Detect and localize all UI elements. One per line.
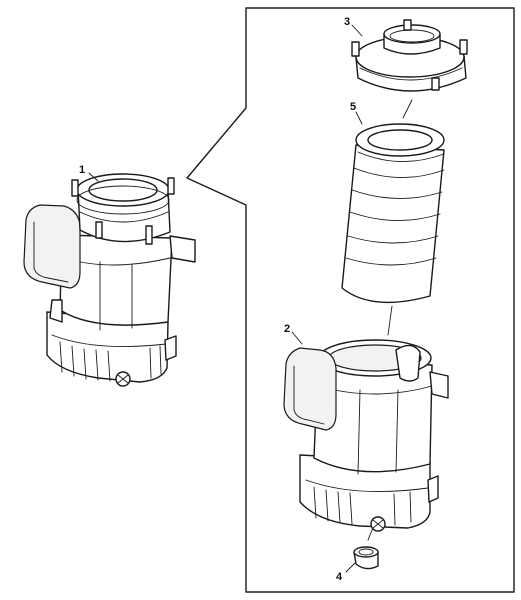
callout-3: 3 xyxy=(344,16,350,28)
callout-1: 1 xyxy=(79,164,85,176)
callout-2: 2 xyxy=(284,323,290,335)
lower-housing xyxy=(283,331,449,532)
alignment-line xyxy=(387,305,393,336)
detail-frame xyxy=(186,7,515,593)
alignment-line xyxy=(402,99,413,119)
assembled-housing xyxy=(23,172,196,387)
filter-element xyxy=(341,111,445,304)
drain-valve xyxy=(345,546,379,573)
callout-5: 5 xyxy=(350,101,356,113)
callout-4: 4 xyxy=(336,571,343,583)
top-cover xyxy=(351,19,468,92)
